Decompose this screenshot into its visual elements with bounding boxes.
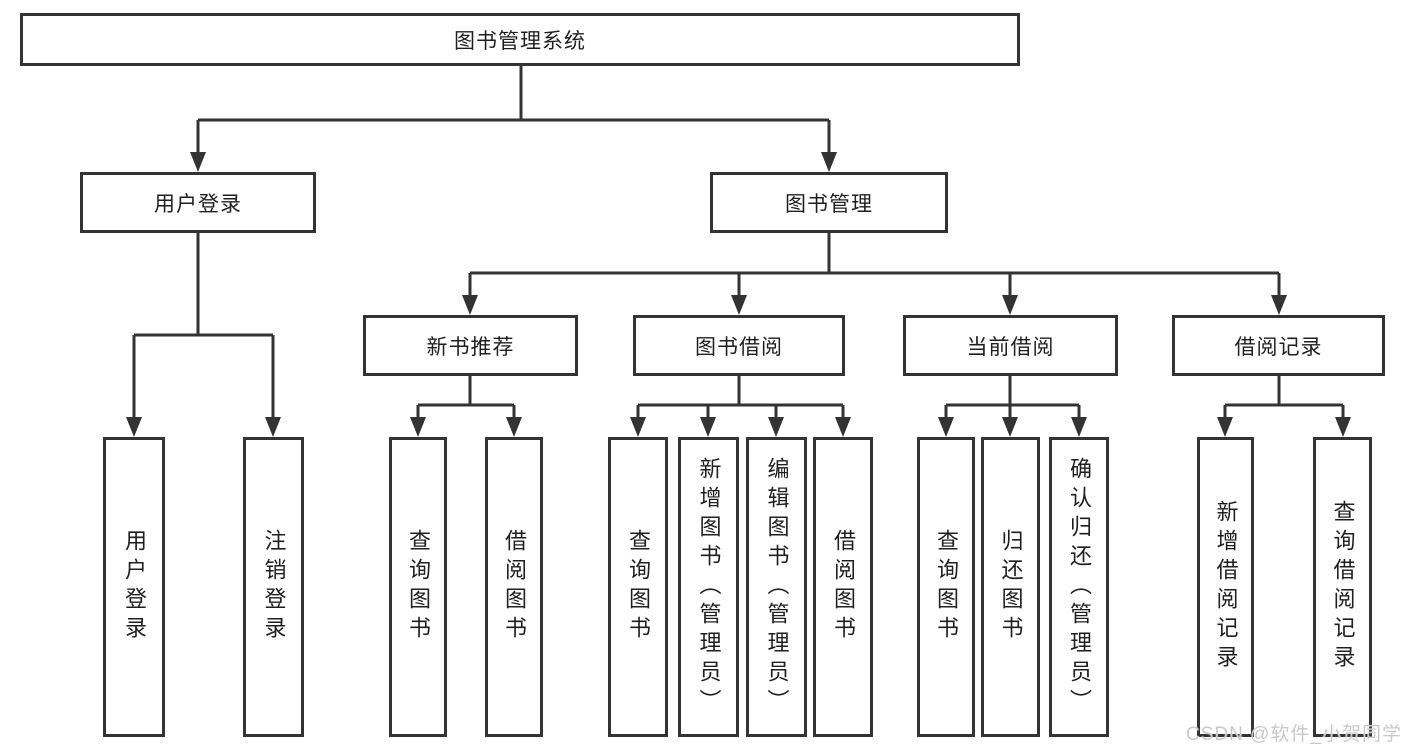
node-user-login-branch: 用户登录 [80,172,316,233]
leaf-label: 查询图书 [934,529,959,645]
leaf-label: 归还图书 [998,529,1024,645]
node-label: 用户登录 [154,192,242,216]
leaf-query-books-recommend: 查询图书 [389,437,447,737]
leaf-label: 确认归还（管理员） [1067,456,1092,718]
leaf-label: 编辑图书（管理员） [764,456,790,718]
leaf-query-books-borrow: 查询图书 [608,437,668,737]
leaf-label: 新增借阅记录 [1213,500,1239,674]
arrowhead-group [126,152,1351,437]
node-root-label: 图书管理系统 [454,29,586,53]
node-root-system: 图书管理系统 [20,13,1020,66]
leaf-label: 查询借阅记录 [1330,500,1356,674]
node-label: 借阅记录 [1234,335,1323,359]
leaf-edit-books-admin: 编辑图书（管理员） [746,437,807,737]
node-label: 当前借阅 [966,335,1055,359]
leaf-logout: 注销登录 [243,437,304,737]
leaf-return-books: 归还图书 [981,437,1040,737]
node-label: 新书推荐 [426,335,515,359]
node-current-borrow: 当前借阅 [903,315,1118,376]
node-label: 图书管理 [785,192,873,216]
leaf-query-borrow-record: 查询借阅记录 [1313,437,1372,737]
leaf-confirm-return-admin: 确认归还（管理员） [1049,437,1109,737]
leaf-label: 借阅图书 [502,529,527,645]
csdn-watermark: CSDN @软件_小贺同学 [1186,724,1402,745]
leaf-borrow-books-recommend: 借阅图书 [485,437,543,737]
node-book-management-branch: 图书管理 [710,172,948,233]
node-book-borrow: 图书借阅 [633,315,845,376]
leaf-label: 查询图书 [626,529,651,645]
leaf-label: 新增图书（管理员） [696,456,722,718]
node-new-book-recommend: 新书推荐 [363,315,578,376]
leaf-add-borrow-record: 新增借阅记录 [1197,437,1254,737]
node-label: 图书借阅 [695,335,783,359]
node-borrow-records: 借阅记录 [1172,315,1385,376]
leaf-query-books-current: 查询图书 [917,437,975,737]
leaf-label: 借阅图书 [831,529,856,645]
leaf-user-login: 用户登录 [103,437,165,737]
leaf-label: 注销登录 [261,529,287,645]
leaf-label: 查询图书 [406,529,431,645]
leaf-label: 用户登录 [122,529,147,645]
leaf-add-books-admin: 新增图书（管理员） [678,437,739,737]
leaf-borrow-books: 借阅图书 [813,437,873,737]
